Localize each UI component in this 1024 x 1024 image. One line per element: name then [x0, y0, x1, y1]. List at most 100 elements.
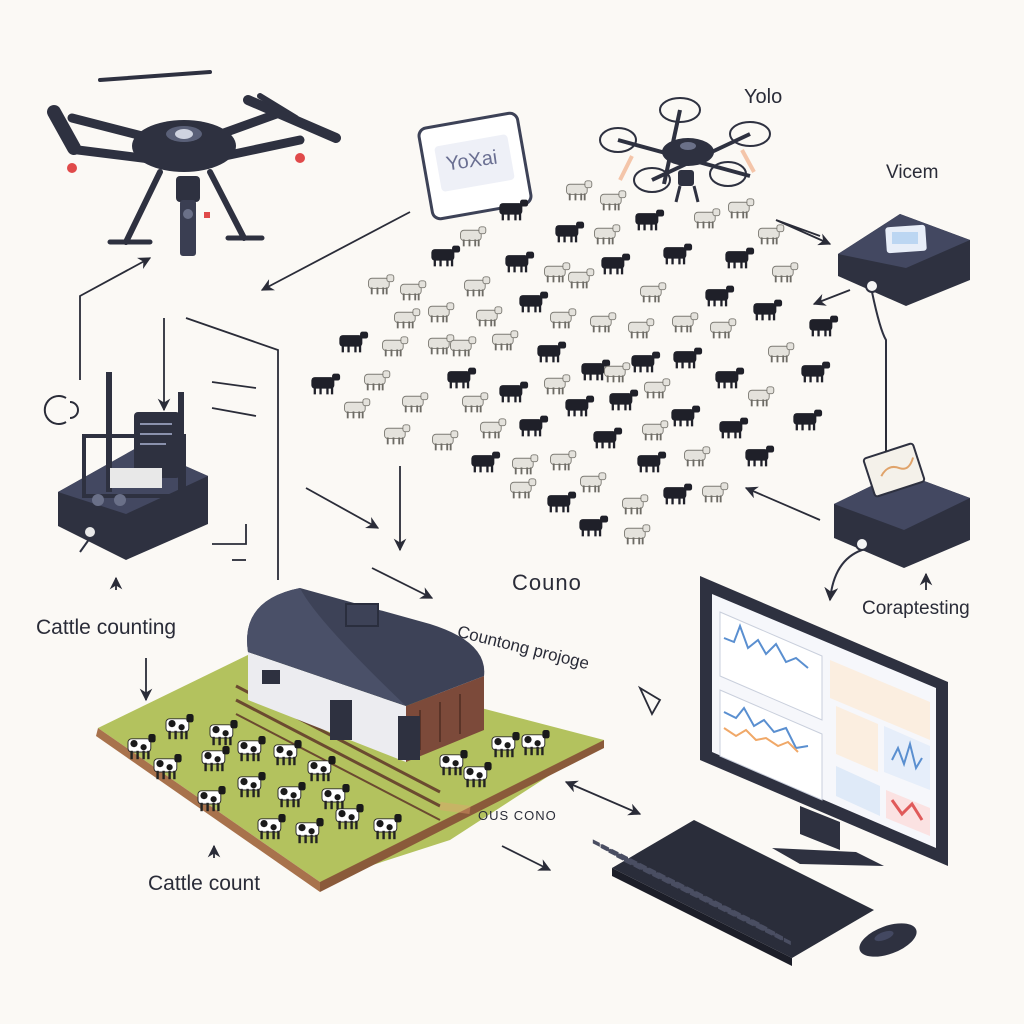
- label-cattle-count: Cattle count: [148, 872, 261, 895]
- monitor-icon: [700, 576, 948, 866]
- keyboard-key: [668, 876, 675, 885]
- cow-icon: [449, 336, 477, 357]
- label-cattle-counting: Cattle counting: [36, 616, 177, 639]
- cow-icon: [745, 445, 775, 467]
- keyboard-key: [752, 919, 760, 927]
- cow-icon: [461, 392, 489, 413]
- cow-icon: [609, 389, 639, 411]
- cow-icon: [381, 336, 409, 357]
- label-ous-cono: OUS CONO: [478, 808, 557, 823]
- cow-icon: [589, 312, 617, 333]
- cow-icon: [427, 302, 455, 323]
- cow-icon: [623, 524, 651, 545]
- processing-box-icon: [824, 442, 970, 602]
- small-drone-icon: [599, 97, 771, 203]
- cow-icon: [475, 306, 503, 327]
- cow-icon: [701, 482, 729, 503]
- keyboard-icon: [592, 820, 874, 966]
- cow-icon: [393, 308, 421, 329]
- cow-icon: [793, 409, 823, 431]
- cow-icon: [499, 381, 529, 403]
- cow-icon: [363, 370, 391, 391]
- cow-icon: [491, 330, 519, 351]
- cow-icon: [579, 515, 609, 537]
- cow-icon: [565, 395, 595, 417]
- keyboard-key: [611, 848, 619, 857]
- keyboard-key: [715, 900, 722, 908]
- cow-icon: [427, 334, 455, 355]
- flow-arrows: [79, 211, 933, 871]
- cow-icon: [663, 243, 693, 265]
- cow-icon: [767, 342, 795, 363]
- cow-icon: [593, 427, 623, 449]
- keyboard-key: [768, 928, 776, 936]
- cow-icon: [543, 374, 571, 395]
- cow-icon: [757, 224, 785, 245]
- keyboard-key: [733, 909, 741, 918]
- cow-icon: [683, 446, 711, 467]
- cow-icon: [339, 331, 369, 353]
- cattle-herd: [311, 180, 839, 545]
- cow-icon: [599, 190, 627, 211]
- cow-icon: [621, 494, 649, 515]
- drone-icon: [47, 70, 341, 256]
- cow-icon: [631, 351, 661, 373]
- cow-icon: [343, 398, 371, 419]
- keyboard-key: [783, 937, 791, 946]
- cow-icon: [505, 251, 535, 273]
- cow-icon: [663, 483, 693, 505]
- keyboard-key: [776, 932, 783, 941]
- keyboard-key: [630, 858, 638, 866]
- keyboard-key: [760, 923, 768, 932]
- cow-icon: [727, 198, 755, 219]
- cow-icon: [509, 478, 537, 499]
- cow-icon: [725, 247, 755, 269]
- cow-icon: [401, 392, 429, 413]
- cow-icon: [565, 180, 593, 201]
- cow-icon: [519, 291, 549, 313]
- router-icon: [58, 372, 208, 560]
- cow-icon: [601, 253, 631, 275]
- label-computing: Coraptesting: [862, 598, 970, 619]
- cow-icon: [627, 318, 655, 339]
- cow-icon: [543, 262, 571, 283]
- cow-icon: [641, 420, 669, 441]
- cow-icon: [801, 361, 831, 383]
- yolo-screen-card: [417, 111, 533, 221]
- edge-device-icon: [838, 214, 970, 456]
- cow-icon: [383, 424, 411, 445]
- cow-icon: [549, 308, 577, 329]
- cow-icon: [459, 226, 487, 247]
- keyboard-key: [696, 890, 704, 899]
- cow-icon: [479, 418, 507, 439]
- cow-icon: [547, 491, 577, 513]
- cow-icon: [673, 347, 703, 369]
- keyboard-key: [743, 914, 751, 923]
- keyboard-key: [621, 853, 628, 861]
- barn-icon: [247, 588, 485, 762]
- cow-icon: [643, 378, 671, 399]
- cow-icon: [693, 208, 721, 229]
- cow-icon: [639, 282, 667, 303]
- cow-icon: [555, 221, 585, 243]
- cow-icon: [431, 245, 461, 267]
- cow-icon: [511, 454, 539, 475]
- label-yolo: Yolo: [744, 86, 783, 108]
- cow-icon: [579, 472, 607, 493]
- cow-icon: [709, 318, 737, 339]
- mouse-icon: [859, 923, 917, 957]
- cow-icon: [463, 276, 491, 297]
- cow-icon: [567, 268, 595, 289]
- keyboard-key: [705, 895, 713, 904]
- keyboard-key: [677, 881, 685, 890]
- keyboard-key: [649, 867, 657, 876]
- cow-icon: [593, 224, 621, 245]
- cow-icon: [719, 417, 749, 439]
- label-couno: Couno: [512, 570, 582, 595]
- cow-icon: [671, 312, 699, 333]
- cow-icon: [671, 405, 701, 427]
- cow-icon: [771, 262, 799, 283]
- keyboard-key: [602, 844, 610, 852]
- cow-icon: [447, 367, 477, 389]
